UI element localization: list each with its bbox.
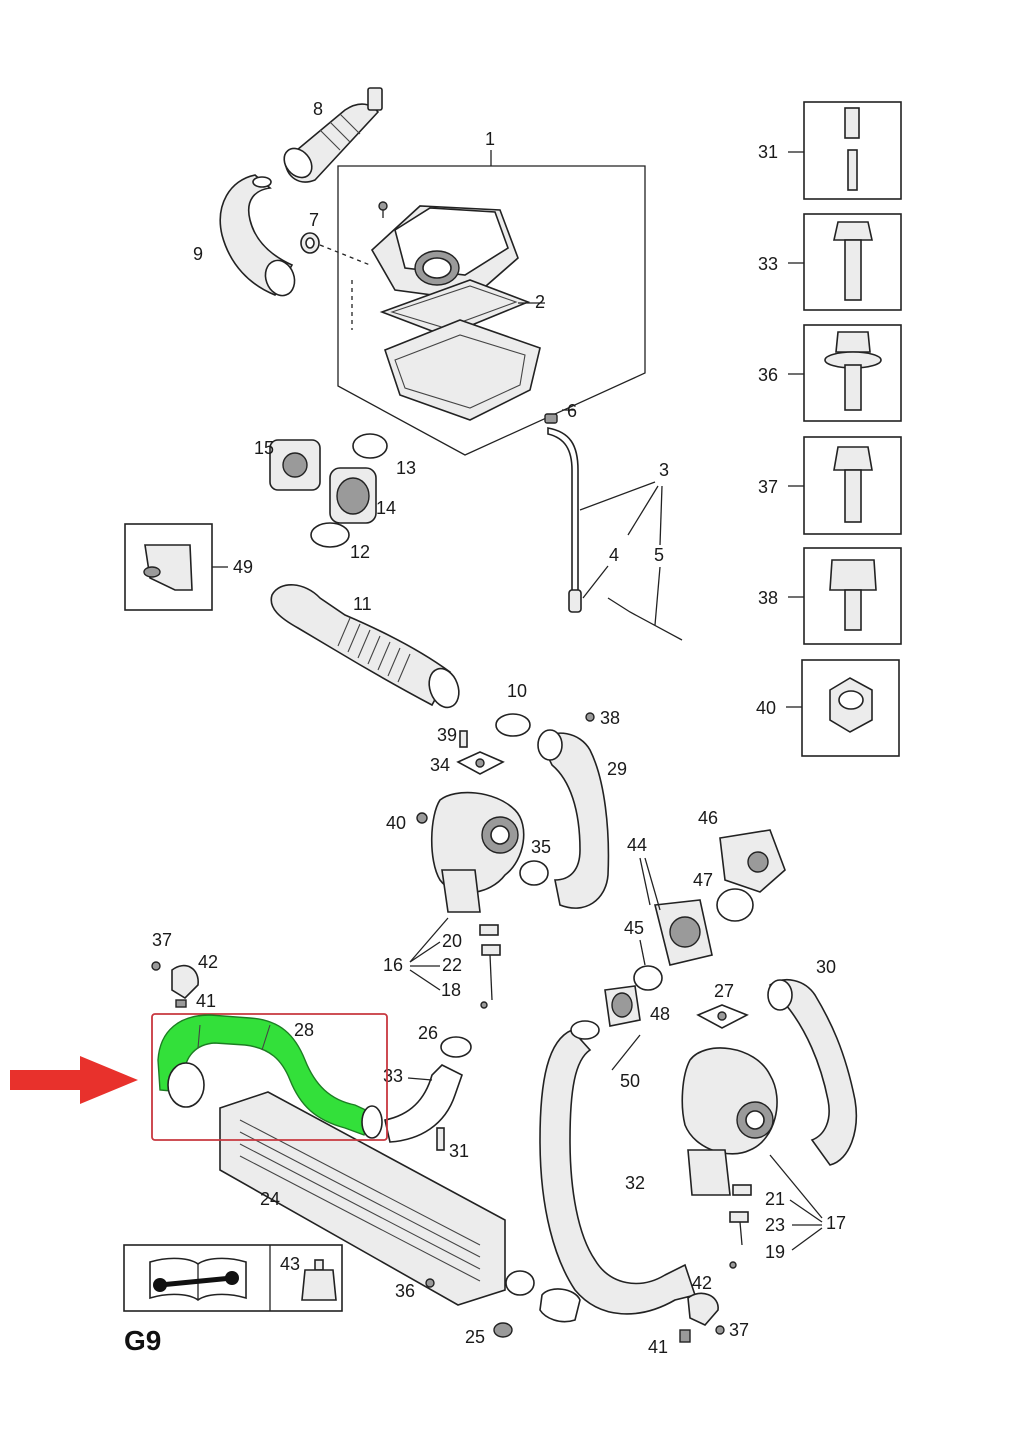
callout-31a: 31 — [758, 142, 778, 162]
callout-44: 44 — [627, 835, 647, 855]
callout-49: 49 — [233, 557, 253, 577]
callout-11: 11 — [353, 594, 372, 614]
fastener-37: 37 — [758, 436, 902, 535]
sealant-bottle-icon — [301, 1259, 337, 1301]
callout-23: 23 — [765, 1215, 785, 1235]
part-9-air-hose: 9 — [193, 174, 296, 297]
callout-4: 4 — [609, 545, 619, 565]
callout-50: 50 — [620, 1071, 640, 1091]
intercooler-group: 37 42 41 26 33 31 24 36 25 32 42 41 — [151, 930, 749, 1357]
callout-30: 30 — [816, 957, 836, 977]
part-49-bracket-box: 49 — [124, 523, 253, 611]
part-32-charge-hose — [539, 1029, 697, 1315]
callout-36a: 36 — [758, 365, 778, 385]
throttle-group: 46 47 44 45 48 50 — [604, 808, 786, 1091]
fastener-36: 36 — [758, 324, 902, 422]
callout-42a: 42 — [198, 952, 218, 972]
air-filter-group: 1 2 — [319, 129, 646, 456]
callout-5: 5 — [654, 545, 664, 565]
callout-28: 28 — [294, 1020, 314, 1040]
callout-38a: 38 — [600, 708, 620, 728]
callout-37b: 37 — [758, 477, 778, 497]
fastener-31: 31 — [758, 101, 902, 200]
turbo-lower-group: 27 30 21 23 19 17 — [681, 957, 858, 1269]
callout-39: 39 — [437, 725, 457, 745]
callout-29: 29 — [607, 759, 627, 779]
callout-2: 2 — [535, 292, 545, 312]
callout-14: 14 — [376, 498, 396, 518]
callout-31b: 31 — [449, 1141, 469, 1161]
callout-35: 35 — [531, 837, 551, 857]
turbo-upper-group: 10 38 39 34 40 35 29 20 22 16 18 — [383, 681, 627, 1009]
part-8-intake-duct: 8 — [283, 87, 383, 183]
callout-37c: 37 — [729, 1320, 749, 1340]
callout-6: 6 — [567, 401, 577, 421]
callout-13: 13 — [396, 458, 416, 478]
callout-42b: 42 — [692, 1273, 712, 1293]
callout-20: 20 — [442, 931, 462, 951]
fastener-33: 33 — [758, 213, 902, 311]
callout-16: 16 — [383, 955, 403, 975]
callout-45: 45 — [624, 918, 644, 938]
callout-41a: 41 — [196, 991, 216, 1011]
callout-33a: 33 — [383, 1066, 403, 1086]
part-11-corrugated-hose: 11 — [270, 584, 460, 709]
fastener-40: 40 — [756, 659, 900, 757]
highlighted-part-28: 28 — [151, 1013, 388, 1141]
callout-41b: 41 — [648, 1337, 668, 1357]
callout-10: 10 — [507, 681, 527, 701]
callout-25: 25 — [465, 1327, 485, 1347]
callout-32: 32 — [625, 1173, 645, 1193]
callout-12: 12 — [350, 542, 370, 562]
fastener-legend: 31 33 36 37 — [756, 101, 902, 757]
part-3-breather-pipe: 3 4 5 — [547, 427, 683, 641]
red-arrow-icon — [10, 1056, 138, 1104]
callout-38b: 38 — [758, 588, 778, 608]
part-7: 7 — [300, 210, 320, 254]
callout-36b: 36 — [395, 1281, 415, 1301]
fastener-38: 38 — [758, 547, 902, 645]
callout-18: 18 — [441, 980, 461, 1000]
callout-46: 46 — [698, 808, 718, 828]
mass-air-flow-group: 13 15 14 12 — [254, 433, 416, 562]
callout-1: 1 — [485, 129, 495, 149]
callout-24: 24 — [260, 1189, 280, 1209]
part-6: 6 — [544, 401, 577, 424]
callout-22: 22 — [442, 955, 462, 975]
callout-47: 47 — [693, 870, 713, 890]
callout-48: 48 — [650, 1004, 670, 1024]
air-filter-lower-box — [384, 319, 541, 421]
callout-26: 26 — [418, 1023, 438, 1043]
turbocharger-lower — [681, 1047, 778, 1155]
callout-9: 9 — [193, 244, 203, 264]
callout-37a: 37 — [152, 930, 172, 950]
callout-19: 19 — [765, 1242, 785, 1262]
highlight-frame — [151, 1013, 388, 1141]
callout-7: 7 — [309, 210, 319, 230]
manual-sealant-box: 43 — [123, 1244, 343, 1312]
callout-40a: 40 — [386, 813, 406, 833]
callout-43: 43 — [280, 1254, 300, 1274]
callout-3: 3 — [659, 460, 669, 480]
intercooler-core — [219, 1091, 506, 1306]
callout-27: 27 — [714, 981, 734, 1001]
section-code: G9 — [124, 1325, 161, 1356]
callout-21: 21 — [765, 1189, 785, 1209]
callout-34: 34 — [430, 755, 450, 775]
callout-33b: 33 — [758, 254, 778, 274]
callout-40b: 40 — [756, 698, 776, 718]
wrench-icon — [153, 1271, 239, 1292]
callout-15: 15 — [254, 438, 274, 458]
callout-17: 17 — [826, 1213, 846, 1233]
callout-8: 8 — [313, 99, 323, 119]
